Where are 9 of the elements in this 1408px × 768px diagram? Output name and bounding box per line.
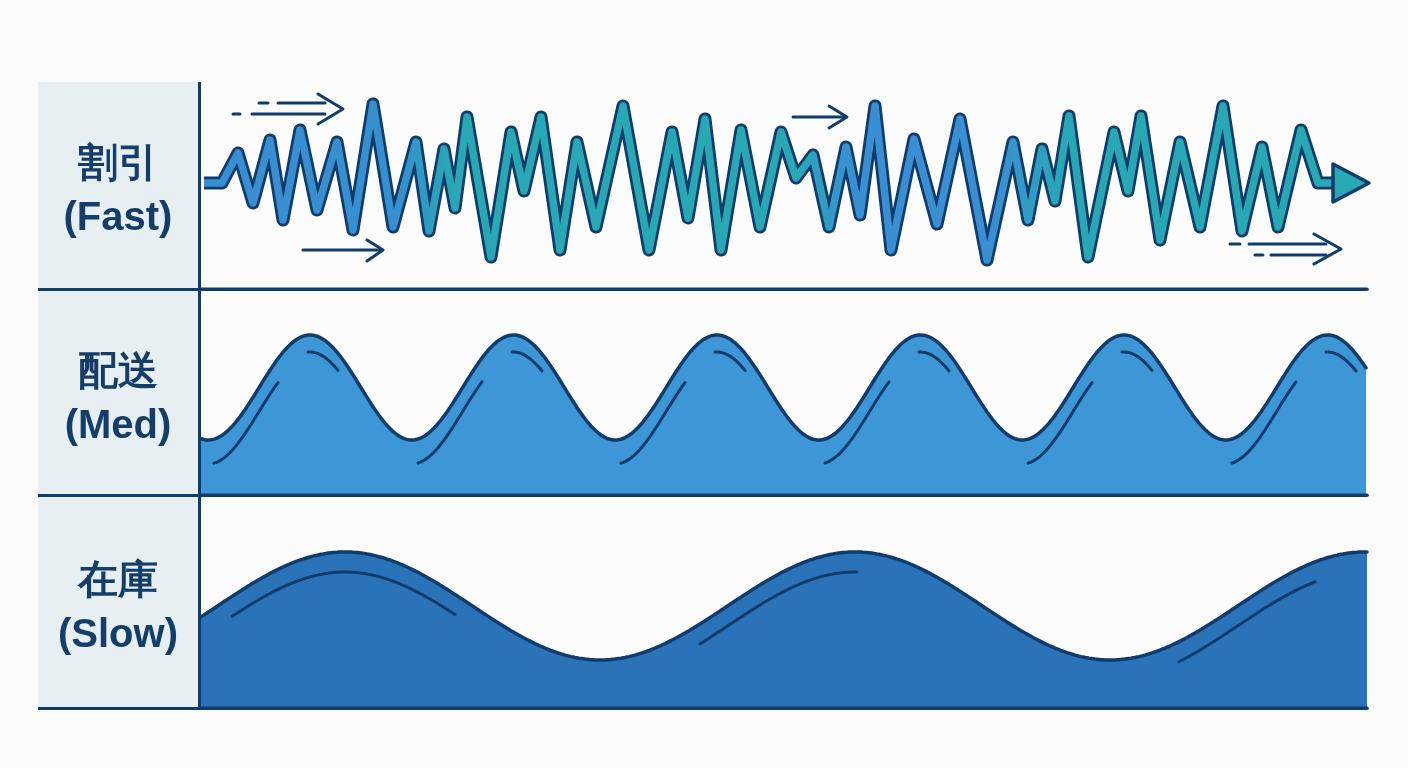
- label-cell: [38, 497, 201, 710]
- label-cell: [38, 291, 201, 497]
- row-title: 在庫: [78, 556, 158, 603]
- row-subtitle: (Med): [64, 400, 172, 448]
- row-title: 割引: [78, 139, 158, 186]
- row-subtitle: (Slow): [58, 610, 178, 657]
- label-cell: [38, 82, 201, 291]
- row-title: 配送: [78, 346, 158, 394]
- row-subtitle: (Fast): [63, 193, 173, 240]
